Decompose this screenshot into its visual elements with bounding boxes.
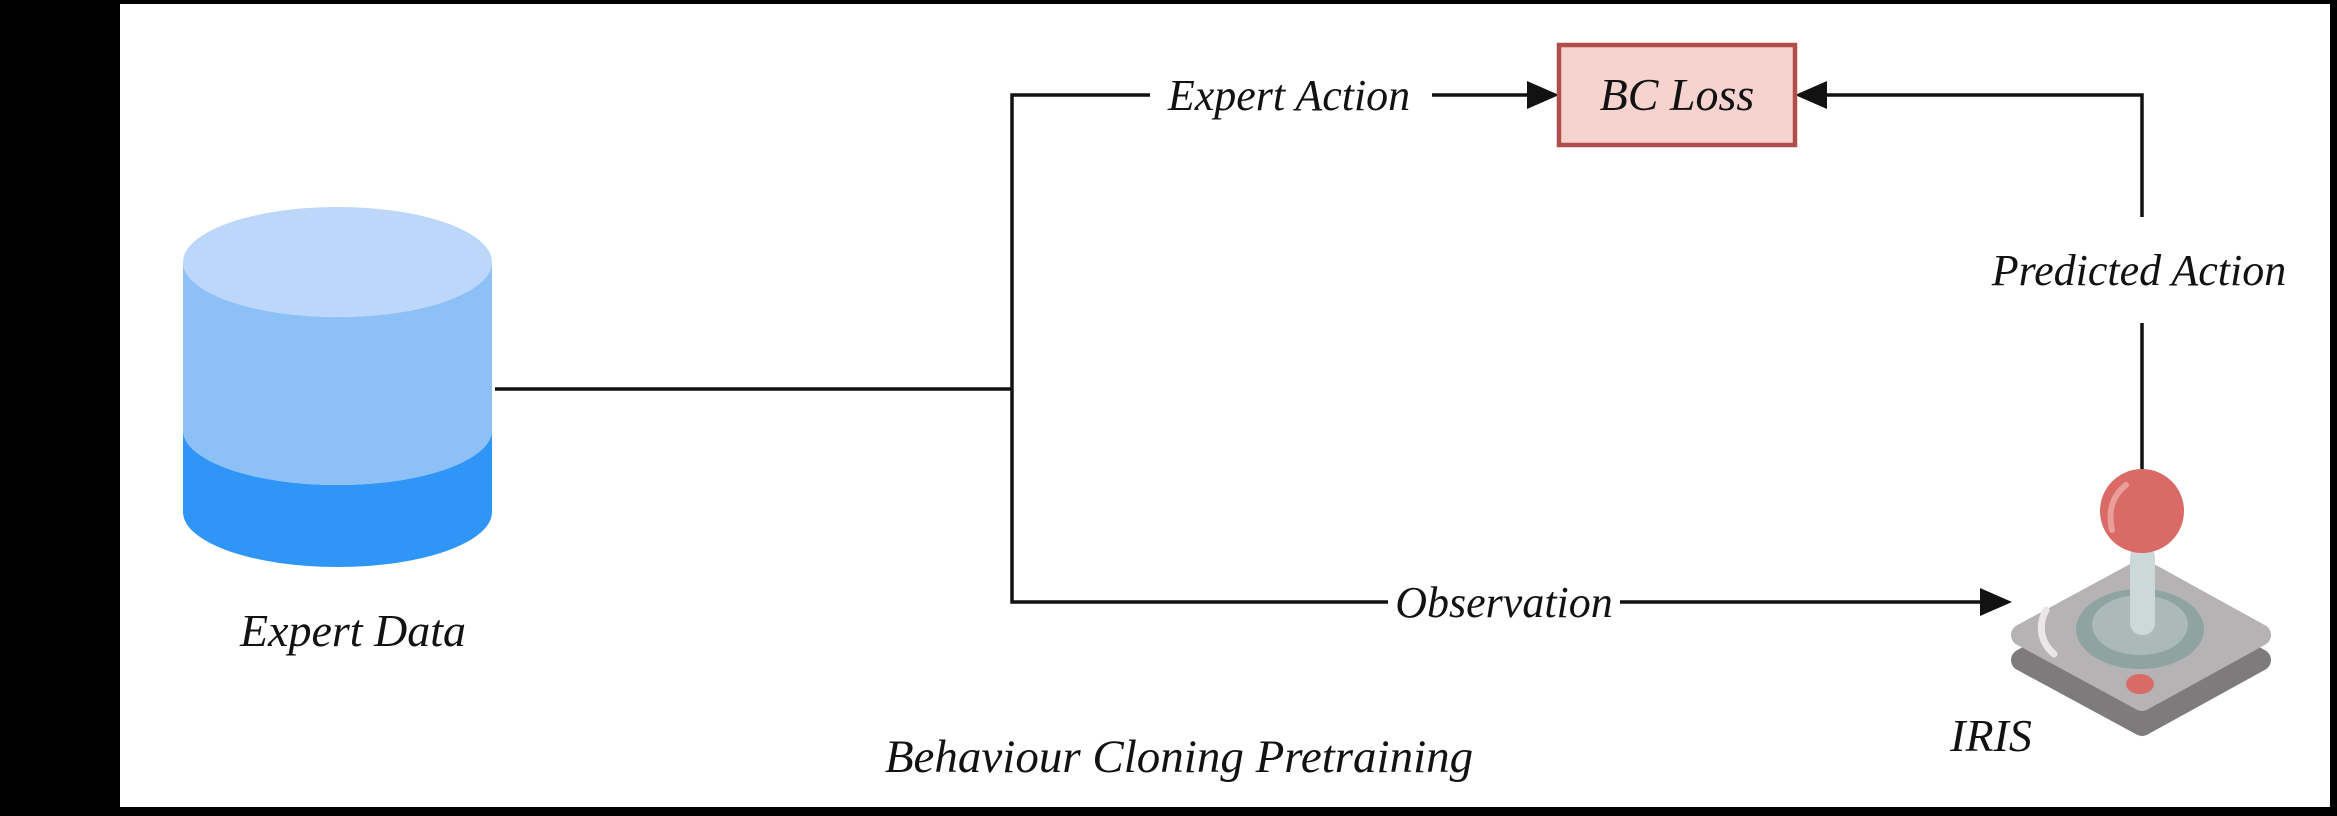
arrowhead-observation — [1980, 588, 2012, 616]
joystick-base-highlight — [2037, 606, 2058, 658]
joystick-ball-highlight — [2107, 482, 2129, 533]
iris-label: IRIS — [1949, 710, 2032, 761]
arrowhead-predicted-action — [1795, 81, 1827, 109]
connector-lines — [495, 93, 2144, 604]
joystick-button — [2126, 674, 2154, 694]
database-top-ellipse — [183, 207, 492, 317]
joystick-icon — [2011, 469, 2271, 736]
expert-data-label: Expert Data — [239, 605, 466, 656]
observation-label: Observation — [1395, 578, 1613, 627]
expert-action-label: Expert Action — [1167, 71, 1410, 120]
edge-predicted-action-upper — [1822, 93, 2144, 217]
bc-loss-node: BC Loss — [1556, 42, 1798, 148]
database-bottom-band — [183, 430, 492, 567]
figure-caption: Behaviour Cloning Pretraining — [885, 731, 1473, 783]
arrowhead-expert-action — [1527, 81, 1559, 109]
database-middle-band — [183, 262, 492, 485]
predicted-action-label: Predicted Action — [1991, 246, 2286, 295]
bc-loss-box — [1556, 42, 1798, 148]
arrowheads — [1527, 81, 2012, 616]
database-icon — [183, 207, 492, 567]
bc-loss-label: BC Loss — [1600, 69, 1755, 120]
joystick-stick — [2130, 545, 2155, 635]
edge-trunk — [1010, 93, 1388, 604]
